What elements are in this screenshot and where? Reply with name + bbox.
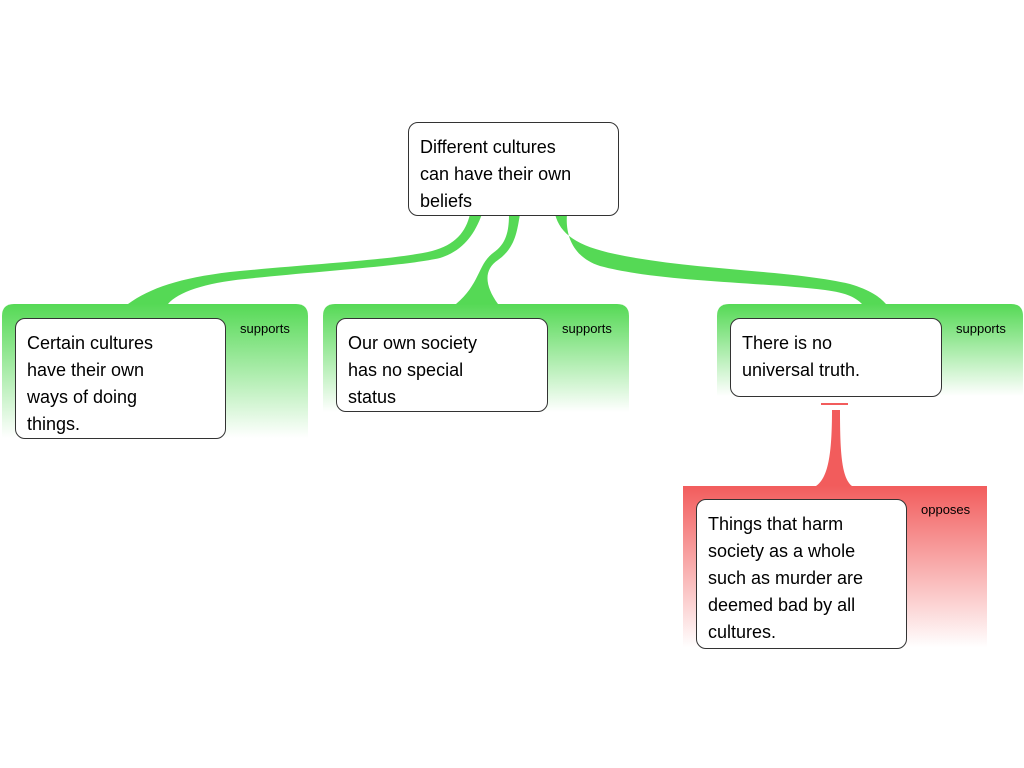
relation-label-opposes: opposes xyxy=(921,502,971,517)
relation-label-1: supports xyxy=(240,321,290,336)
relation-label-2: supports xyxy=(562,321,612,336)
objection-node[interactable]: Things that harm society as a whole such… xyxy=(696,499,907,649)
support-connector-2 xyxy=(456,214,520,304)
reason-node-1[interactable]: Certain cultures have their own ways of … xyxy=(15,318,226,439)
support-connector-3 xyxy=(555,214,886,304)
oppose-bar xyxy=(821,403,848,405)
support-connector-1 xyxy=(128,214,482,304)
oppose-connector xyxy=(816,410,852,486)
relation-label-3: supports xyxy=(956,321,1006,336)
reason-node-3[interactable]: There is no universal truth. xyxy=(730,318,942,397)
reason-node-2[interactable]: Our own society has no special status xyxy=(336,318,548,412)
claim-node[interactable]: Different cultures can have their own be… xyxy=(408,122,619,216)
